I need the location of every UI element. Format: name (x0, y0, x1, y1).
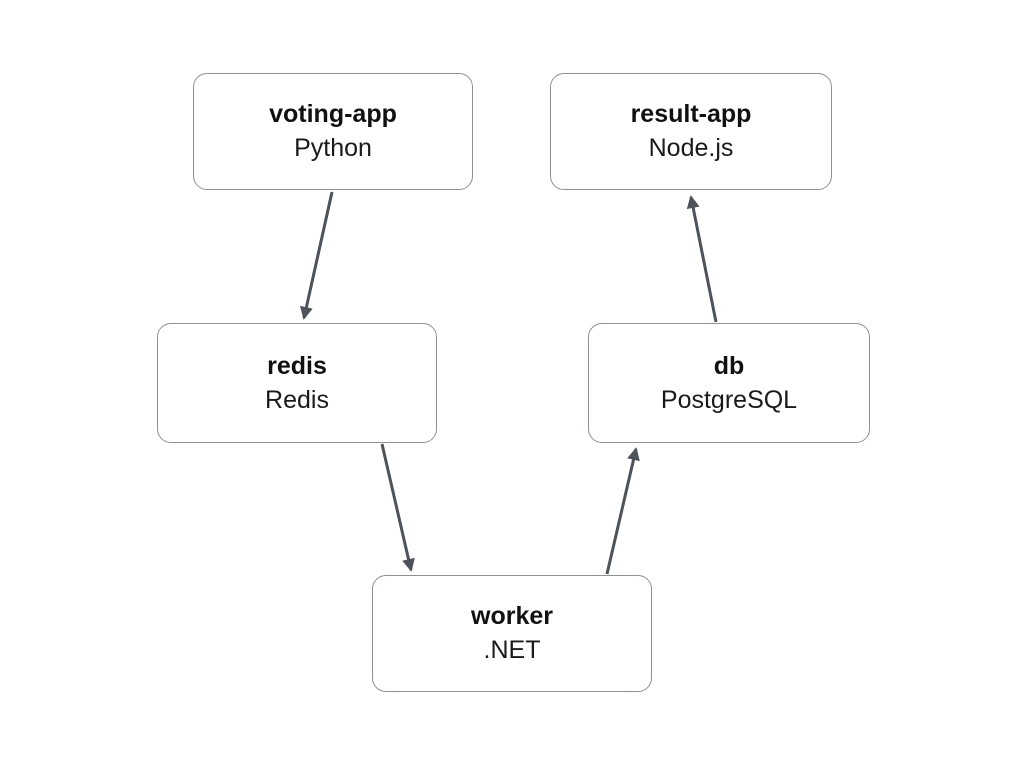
node-db: db PostgreSQL (588, 323, 870, 443)
node-title: db (713, 351, 745, 380)
edge-worker-to-db (605, 447, 640, 575)
node-result-app: result-app Node.js (550, 73, 832, 190)
edge-redis-to-worker (380, 443, 415, 572)
edge-db-to-result-app (686, 195, 718, 323)
node-title: redis (267, 351, 327, 380)
node-voting-app: voting-app Python (193, 73, 473, 190)
node-tech: Python (294, 134, 372, 162)
node-tech: Node.js (648, 134, 734, 162)
node-title: result-app (630, 100, 752, 129)
node-redis: redis Redis (157, 323, 437, 443)
node-tech: PostgreSQL (660, 385, 798, 414)
node-tech: .NET (483, 636, 541, 664)
node-title: voting-app (269, 100, 397, 129)
edge-voting-app-to-redis (300, 191, 334, 320)
node-tech: Redis (265, 385, 329, 414)
node-title: worker (471, 602, 553, 631)
node-worker: worker .NET (372, 575, 652, 692)
